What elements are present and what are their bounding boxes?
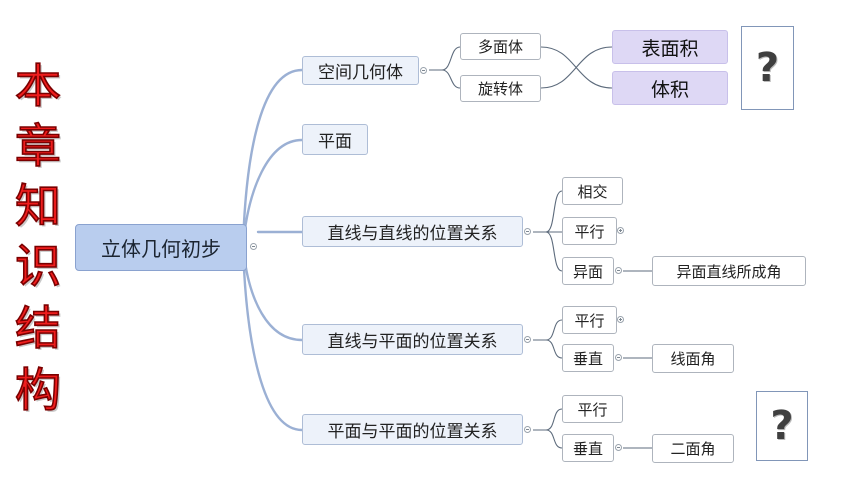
node-solid-of-revolution[interactable]: 旋转体 [460,75,541,102]
node-line-plane-angle[interactable]: 线面角 [652,344,734,373]
node-line-plane-perpendicular-collapse-toggle[interactable] [615,354,622,361]
node-intersect[interactable]: 相交 [562,177,623,205]
root-collapse-toggle[interactable] [250,243,257,250]
node-solid-label: 空间几何体 [318,63,403,83]
node-line-plane-perpendicular-label: 垂直 [572,349,603,368]
node-plane-plane[interactable]: 平面与平面的位置关系 [302,414,523,445]
root-label: 立体几何初步 [101,237,221,261]
node-line-plane[interactable]: 直线与平面的位置关系 [302,324,523,355]
node-dihedral-angle[interactable]: 二面角 [652,434,734,463]
side-title-char-6: 构 [14,363,62,417]
node-solid[interactable]: 空间几何体 [302,56,419,85]
connector-lineplane-children [533,319,563,359]
node-parallel-lines-expand-toggle[interactable] [617,227,624,234]
node-line-plane-angle-label: 线面角 [670,350,716,368]
side-title-char-4: 识 [14,239,62,293]
node-polyhedron[interactable]: 多面体 [460,33,541,60]
node-line-plane-perpendicular[interactable]: 垂直 [562,344,614,372]
node-intersect-label: 相交 [577,182,608,201]
node-dihedral-angle-label: 二面角 [670,440,716,458]
node-line-plane-parallel-expand-toggle[interactable] [617,316,624,323]
connector-lineline-children [533,190,563,272]
node-parallel-lines-label: 平行 [574,222,605,241]
node-plane-plane-collapse-toggle[interactable] [524,426,531,433]
question-mark-icon: ? [755,45,780,91]
node-plane-plane-parallel[interactable]: 平行 [562,395,623,423]
node-skew-collapse-toggle[interactable] [615,267,622,274]
node-skew-angle[interactable]: 异面直线所成角 [652,256,806,286]
node-line-plane-label: 直线与平面的位置关系 [327,332,498,352]
connector-solid-children [429,46,461,89]
side-title-char-5: 结 [14,301,62,355]
node-plane-plane-perpendicular-label: 垂直 [572,439,603,458]
node-surface-area-label: 表面积 [641,37,699,60]
node-skew-label: 异面 [572,262,603,281]
node-volume[interactable]: 体积 [612,71,728,105]
node-plane-plane-parallel-label: 平行 [577,400,608,419]
node-solid-collapse-toggle[interactable] [420,67,427,74]
node-plane-plane-perpendicular[interactable]: 垂直 [562,434,614,462]
node-plane[interactable]: 平面 [302,124,368,155]
node-parallel-lines[interactable]: 平行 [562,217,617,245]
connector-solid-targets [540,46,613,89]
node-line-line[interactable]: 直线与直线的位置关系 [302,216,523,247]
node-polyhedron-label: 多面体 [477,38,523,56]
connector-root-planeplane [241,244,304,432]
node-skew-angle-label: 异面直线所成角 [676,262,782,281]
question-box-top: ? [741,26,794,110]
root-node[interactable]: 立体几何初步 [75,224,247,271]
node-skew[interactable]: 异面 [562,257,614,285]
question-mark-icon: ? [770,403,794,449]
side-title-char-2: 章 [14,119,62,173]
node-plane-plane-label: 平面与平面的位置关系 [327,422,498,442]
connector-planeplane-children [533,408,563,449]
side-title-char-1: 本 [14,59,62,113]
node-plane-label: 平面 [318,132,352,152]
node-volume-label: 体积 [650,78,689,101]
node-surface-area[interactable]: 表面积 [612,30,728,64]
connector-root-lineplane [241,244,304,342]
node-line-plane-parallel-label: 平行 [574,311,605,330]
node-line-line-collapse-toggle[interactable] [524,228,531,235]
side-title-char-3: 知 [14,179,62,233]
node-plane-plane-perpendicular-collapse-toggle[interactable] [615,444,622,451]
connector-root-solid [241,68,304,248]
question-box-bottom: ? [756,391,808,461]
node-solid-of-revolution-label: 旋转体 [477,80,523,98]
node-line-plane-parallel[interactable]: 平行 [562,306,617,334]
node-line-line-label: 直线与直线的位置关系 [327,224,498,244]
node-line-plane-collapse-toggle[interactable] [524,336,531,343]
